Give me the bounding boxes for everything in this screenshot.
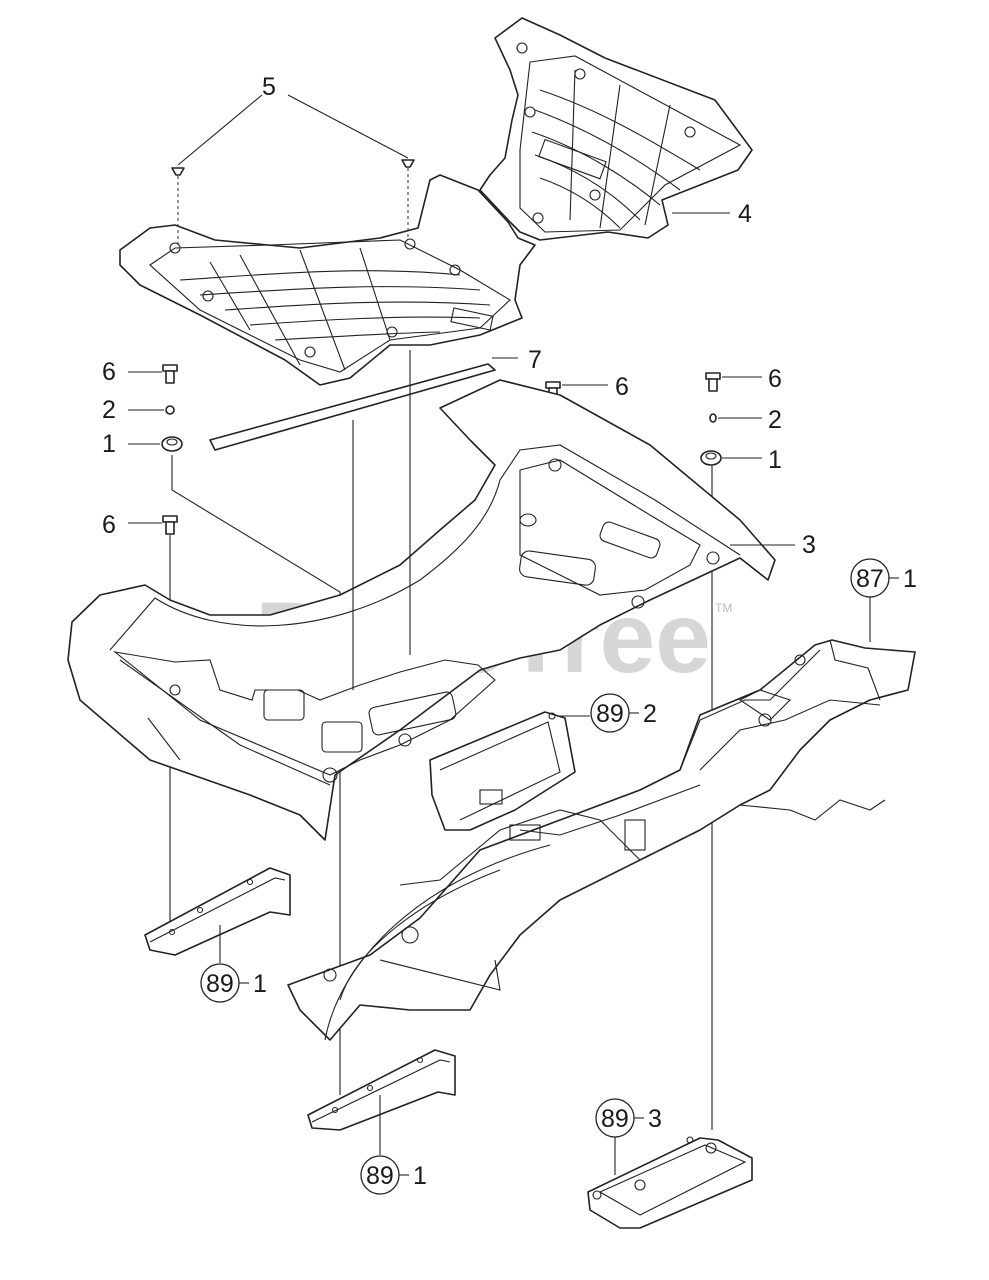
part-87-1-frame (287, 639, 916, 1041)
callout-4: 4 (738, 200, 752, 228)
svg-text:2: 2 (643, 700, 657, 728)
svg-text:89: 89 (366, 1162, 394, 1190)
callout-3: 3 (802, 531, 816, 559)
svg-text:87: 87 (856, 565, 884, 593)
callout-87-1: 87 1 (850, 558, 917, 642)
right-hardware-stack: 6 6 2 1 (545, 365, 782, 1130)
part-4-rear-floor-mat (479, 17, 753, 241)
callout-89-1-upper: 89 1 (200, 925, 267, 1003)
svg-text:3: 3 (648, 1105, 662, 1133)
callout-1-a: 1 (102, 430, 116, 458)
svg-text:1: 1 (413, 1162, 427, 1190)
part-89-2-bracket (429, 711, 576, 831)
svg-text:89: 89 (601, 1105, 629, 1133)
callout-89-3: 89 3 (595, 1098, 662, 1175)
callout-6-a: 6 (102, 358, 116, 386)
callout-6-c: 6 (615, 373, 629, 401)
callout-1-b: 1 (768, 446, 782, 474)
callout-7: 7 (528, 346, 542, 374)
part-3-floor-pan (67, 379, 776, 841)
callout-6-d: 6 (768, 365, 782, 393)
svg-text:1: 1 (903, 565, 917, 593)
part-5-screws: 5 (171, 73, 415, 245)
screw-5-left (171, 167, 185, 176)
svg-text:1: 1 (253, 970, 267, 998)
callout-2-b: 2 (768, 406, 782, 434)
callout-6-b: 6 (102, 511, 116, 539)
callout-5: 5 (262, 73, 276, 101)
part-89-3-plate (587, 1136, 753, 1229)
svg-text:89: 89 (206, 970, 234, 998)
part-89-1-bracket-lower (307, 1049, 456, 1131)
screw-5-right (401, 159, 415, 168)
callout-2-a: 2 (102, 396, 116, 424)
part-7-strip: 7 (209, 346, 542, 451)
part-89-1-bracket-upper (144, 867, 291, 956)
svg-text:89: 89 (596, 700, 624, 728)
callout-89-2: 89 2 (560, 693, 657, 733)
callout-89-1-lower: 89 1 (360, 1095, 427, 1195)
front-floor-mat (119, 174, 536, 386)
watermark-trademark: TM (715, 601, 732, 615)
